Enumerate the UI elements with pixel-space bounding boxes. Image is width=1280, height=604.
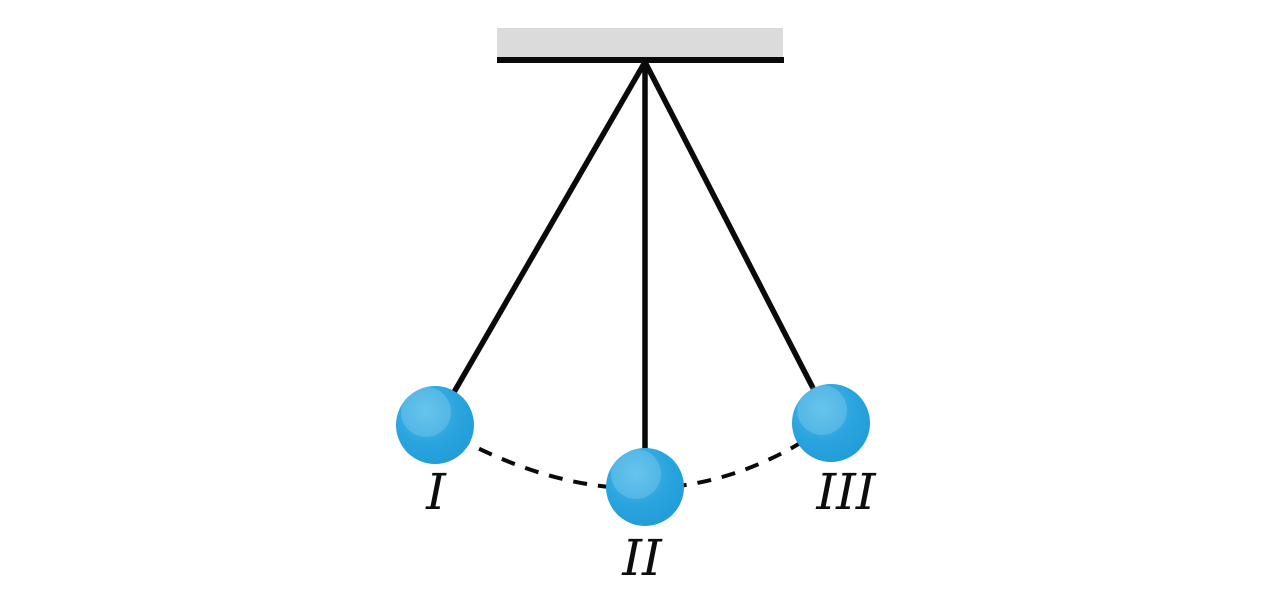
ceiling-bar [497, 28, 783, 58]
swing-arc [433, 421, 833, 491]
label-position-right: III [815, 463, 877, 521]
ball-left-highlight [401, 387, 451, 437]
ball-left [396, 386, 474, 464]
string-right [642, 60, 834, 425]
string-left [432, 60, 648, 427]
label-position-center: II [621, 529, 663, 587]
label-position-left: I [425, 463, 447, 521]
ball-center [606, 448, 684, 526]
ball-center-highlight [611, 449, 661, 499]
ball-right-highlight [797, 385, 847, 435]
ball-right [792, 384, 870, 462]
